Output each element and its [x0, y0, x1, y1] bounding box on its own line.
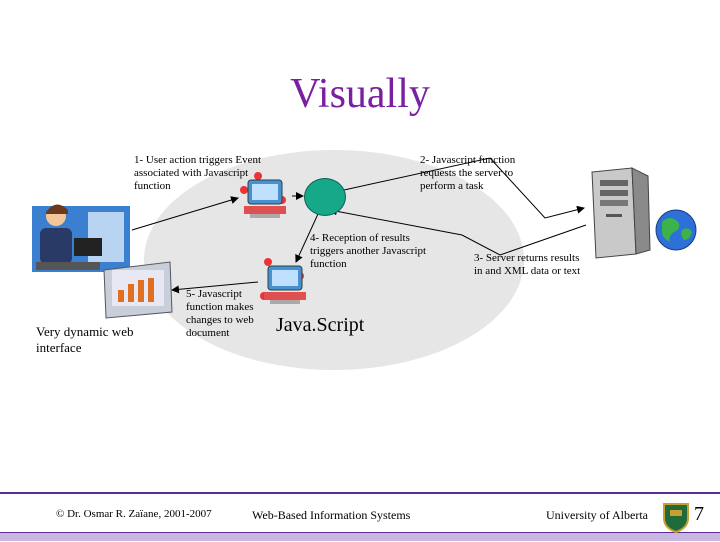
slide-title: Visually: [290, 71, 430, 117]
arrow-user-to-function: [131, 196, 239, 231]
step3-note: 3- Server returns results in and XML dat…: [474, 252, 581, 277]
footer-copyright: © Dr. Osmar R. Zaïane, 2001-2007: [56, 508, 212, 520]
footer-course: Web-Based Information Systems: [252, 508, 411, 522]
step5-note: 5- Javascript function makes changes to …: [186, 288, 254, 339]
step4-note: 4- Reception of results triggers another…: [310, 232, 427, 270]
step2-note: 2- Javascript function requests the serv…: [420, 154, 516, 192]
arrow-request-to-server: [343, 157, 585, 219]
arrow-node-to-function2: [295, 213, 319, 263]
step1-note: 1- User action triggers Event associated…: [134, 154, 262, 192]
interface-note: Very dynamic web interface: [36, 324, 134, 355]
page-number: 7: [694, 503, 704, 525]
arrow-response-from-server: [329, 207, 587, 256]
arrow-function-to-interface: [171, 281, 259, 294]
javascript-label: Java.Script: [276, 314, 365, 336]
footer-bottom-strip: [0, 532, 720, 541]
footer-university: University of Alberta: [546, 508, 648, 522]
ajax-engine-node: [304, 178, 346, 216]
